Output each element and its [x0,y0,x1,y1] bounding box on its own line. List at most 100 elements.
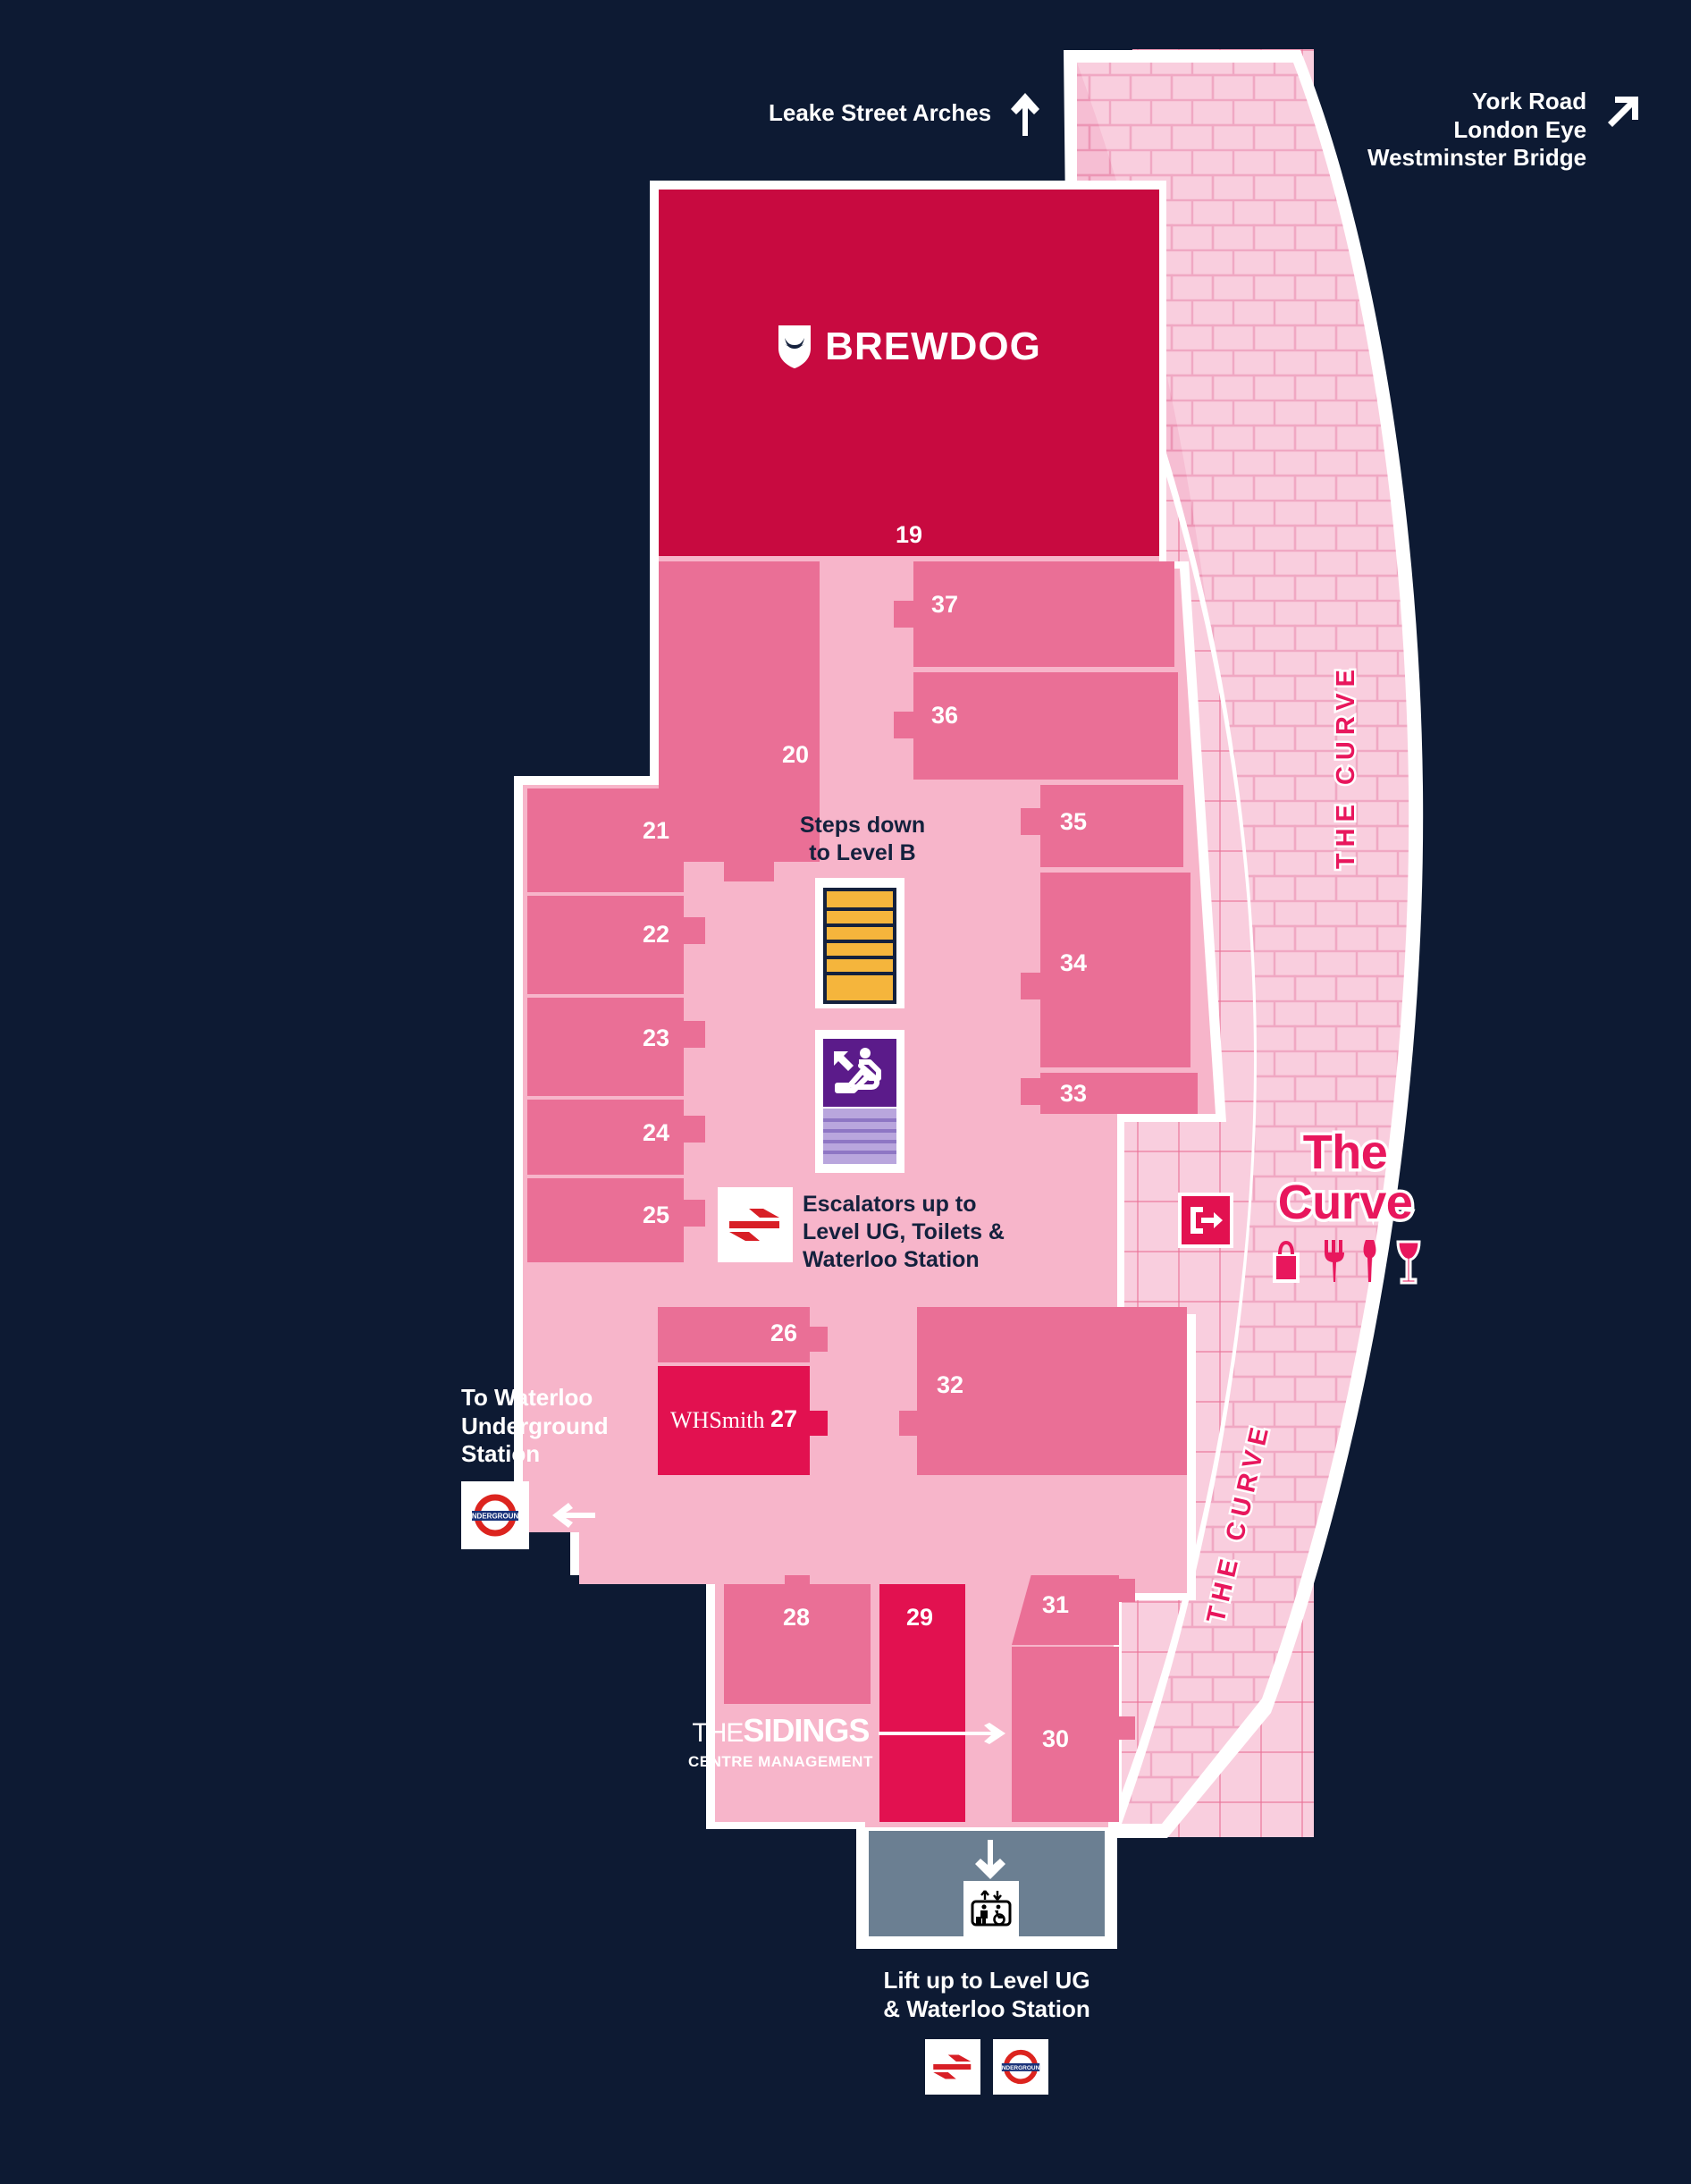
waterloo-ug-line-3: Station [461,1440,541,1468]
wine-glass-icon [1396,1240,1421,1285]
centre-management-direction: THESIDINGS CENTRE MANAGEMENT [688,1715,1013,1771]
unit-20[interactable]: 20 [659,561,820,862]
arrow-left-icon [552,1503,595,1529]
leake-street-direction: Leake Street Arches [769,89,1041,138]
unit-32-notch [899,1411,919,1436]
lift-line-1: Lift up to Level UG [883,1967,1090,1994]
unit-33[interactable]: 33 [1040,1073,1198,1114]
unit-23-number: 23 [642,1025,669,1051]
unit-26-notch [810,1327,828,1352]
unit-20-number: 20 [781,741,809,768]
whsmith-wordmark: WHSmith [670,1407,765,1433]
curve-vertical-label-upper: THE CURVE [1330,662,1363,872]
sidings-name: SIDINGS [743,1712,870,1749]
unit-31[interactable]: 31 [1012,1575,1119,1645]
unit-30-number: 30 [1042,1725,1070,1752]
unit-33-notch [1021,1078,1042,1105]
waterloo-ug-line-1: To Waterloo [461,1384,593,1411]
arrow-up-icon [1011,93,1040,136]
unit-35[interactable]: 35 [1040,785,1183,867]
curve-label-line-1: The [1300,1125,1391,1181]
unit-26[interactable]: 26 [658,1307,810,1362]
waterloo-ug-line-2: Underground [461,1412,609,1439]
london-underground-roundel: UNDERGROUND [461,1481,529,1550]
unit-35-number: 35 [1060,808,1088,835]
steps-down-line-2: to Level B [809,839,916,865]
sidings-sub: CENTRE MANAGEMENT [688,1753,873,1770]
lift-underground-roundel: UNDERGROUND [993,2039,1048,2095]
escalators-label: Escalators up to Level UG, Toilets & Wat… [803,1191,1005,1274]
unit-22-number: 22 [642,921,669,948]
sidings-the: THE [692,1718,744,1748]
sidings-logo: THESIDINGS CENTRE MANAGEMENT [688,1715,873,1771]
svg-text:UNDERGROUND: UNDERGROUND [467,1513,523,1521]
underground-roundel-icon: UNDERGROUND [467,1494,523,1537]
arrow-right-icon [878,1722,1005,1744]
escalator-steps [823,1109,896,1164]
arrow-down-icon [975,1840,1005,1879]
unit-37[interactable]: 37 [913,561,1174,667]
unit-25-notch [684,1200,705,1227]
unit-19-number: 19 [895,521,923,548]
lift-zone[interactable] [865,1827,1108,1940]
unit-21[interactable]: 21 [527,788,684,892]
unit-37-notch [894,601,915,628]
national-rail-icon-small [933,2054,972,2079]
stairs-icon [823,888,896,1004]
curve-big-label: The Curve [1251,1125,1439,1285]
unit-36-notch [894,712,915,738]
lift-national-rail-logo [925,2039,980,2095]
unit-36[interactable]: 36 [913,672,1178,780]
unit-23[interactable]: 23 [527,998,684,1096]
knife-icon [1363,1240,1376,1283]
york-road-label: York Road London Eye Westminster Bridge [1367,88,1586,173]
unit-25[interactable]: 25 [527,1178,684,1262]
unit-31-notch [1119,1579,1135,1602]
unit-29[interactable]: 29 [879,1584,965,1822]
unit-24-notch [684,1116,705,1143]
unit-21-number: 21 [642,817,669,844]
lift-icon [963,1881,1019,1936]
unit-24-number: 24 [642,1119,669,1146]
steps-down-line-1: Steps down [799,813,926,838]
brewdog-logo: BREWDOG [659,324,1159,370]
escalators-line-3: Waterloo Station [803,1247,980,1272]
unit-28-number: 28 [783,1604,811,1631]
waterloo-underground-label: To Waterloo Underground Station [461,1384,609,1469]
unit-27-number: 27 [770,1405,797,1432]
unit-27-notch [810,1411,828,1436]
brewdog-wordmark: BREWDOG [825,325,1041,368]
unit-32[interactable]: 32 [917,1307,1187,1475]
unit-35-notch [1021,808,1042,835]
fork-icon [1325,1240,1344,1283]
unit-24[interactable]: 24 [527,1100,684,1175]
unit-27[interactable]: WHSmith 27 [658,1366,810,1475]
unit-23-notch [684,1021,705,1048]
lift-line-2: & Waterloo Station [883,1994,1090,2022]
lift-label-block: Lift up to Level UG & Waterloo Station U… [865,1967,1108,2095]
unit-31-number: 31 [1042,1591,1070,1618]
unit-32-number: 32 [937,1371,964,1398]
unit-28[interactable]: 28 [724,1584,871,1704]
unit-21-notch [684,814,705,840]
unit-19[interactable]: BREWDOG 19 [659,190,1159,556]
unit-30-notch [1119,1716,1135,1740]
unit-22-notch [684,917,705,944]
york-road-line-2: London Eye [1453,115,1587,143]
escalators-line-2: Level UG, Toilets & [803,1219,1005,1244]
waterloo-underground-direction: To Waterloo Underground Station UNDERGRO… [461,1384,609,1550]
brewdog-shield-icon [778,325,812,368]
york-road-direction: York Road London Eye Westminster Bridge [1367,88,1642,173]
unit-34[interactable]: 34 [1040,873,1190,1067]
unit-34-number: 34 [1060,949,1088,976]
unit-22[interactable]: 22 [527,896,684,994]
unit-26-number: 26 [770,1320,797,1346]
unit-34-notch [1021,973,1042,999]
steps-down-label: Steps down to Level B [778,812,947,866]
svg-text:UNDERGROUND: UNDERGROUND [997,2065,1044,2071]
york-road-line-3: Westminster Bridge [1367,144,1587,172]
unit-30[interactable]: 30 [1012,1647,1119,1822]
exit-icon[interactable] [1178,1193,1233,1248]
unit-28-notch [785,1575,810,1588]
